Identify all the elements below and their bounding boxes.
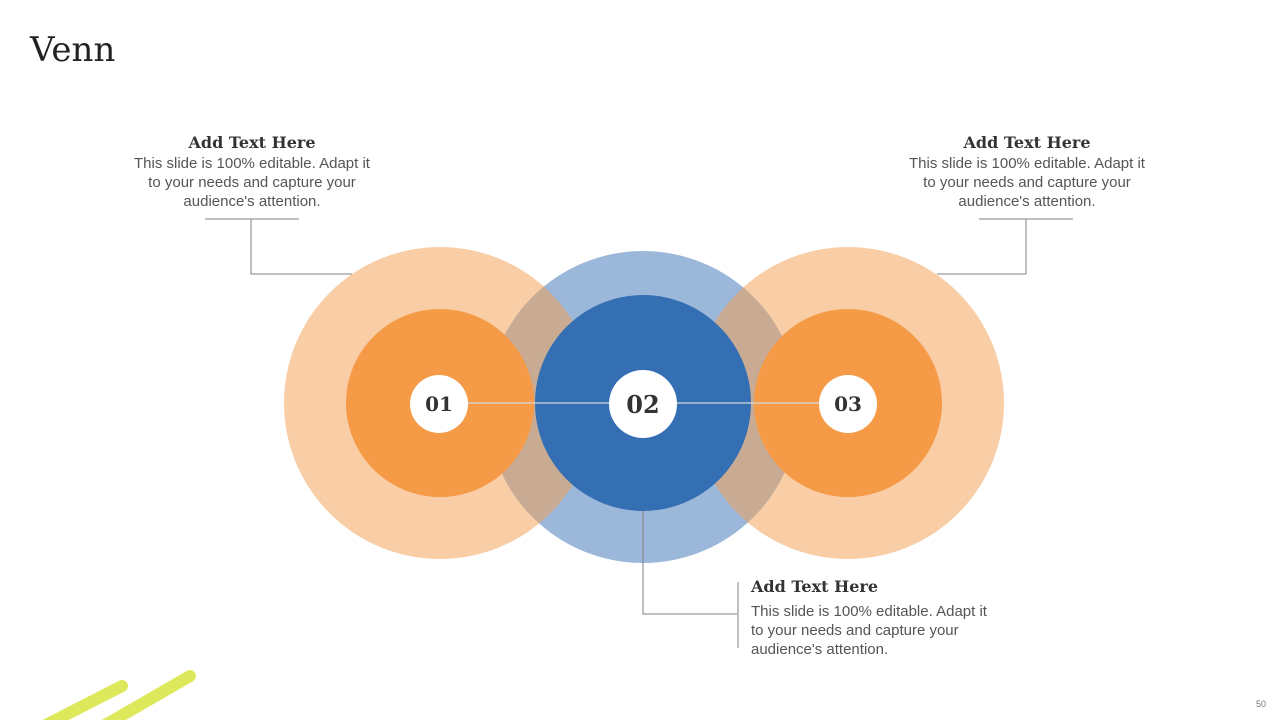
callout-text: This slide is 100% editable. Adapt it to… (751, 603, 987, 658)
callout-heading: Add Text Here (188, 133, 316, 152)
accent-stripe-2 (101, 670, 196, 720)
callout-02: Add Text Here This slide is 100% editabl… (751, 576, 1001, 659)
circle-label-02: 02 (626, 390, 659, 419)
callout-text: This slide is 100% editable. Adapt it to… (134, 155, 370, 210)
callout-03: Add Text Here This slide is 100% editabl… (902, 132, 1152, 211)
circle-label-03: 03 (834, 392, 862, 416)
callout-heading: Add Text Here (963, 133, 1091, 152)
label-disc-03 (819, 375, 877, 433)
circle-label-01: 01 (425, 392, 453, 416)
accent-stripe-1 (42, 680, 128, 720)
callout-heading: Add Text Here (751, 577, 879, 596)
slide-title: Venn (30, 30, 116, 70)
page-number: 50 (1255, 699, 1266, 709)
label-disc-01 (410, 375, 468, 433)
callout-01: Add Text Here This slide is 100% editabl… (127, 132, 377, 211)
connector-line-03-elbow (937, 219, 1027, 275)
connector-line-01-elbow (250, 219, 352, 275)
label-disc-02 (609, 370, 677, 438)
callout-text: This slide is 100% editable. Adapt it to… (909, 155, 1145, 210)
connector-line-02 (642, 511, 737, 615)
